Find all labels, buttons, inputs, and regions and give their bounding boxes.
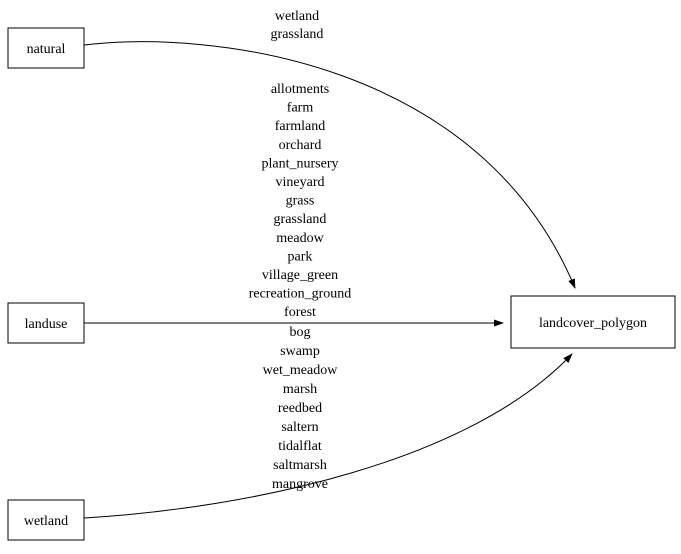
node-natural-label: natural bbox=[27, 42, 66, 57]
edge-label-line: grassland bbox=[271, 27, 324, 42]
node-wetland: wetland bbox=[7, 499, 85, 541]
node-wetland-box bbox=[7, 499, 85, 541]
edge-wetland-to-landcover-polygon bbox=[83, 353, 573, 519]
edge-natural-to-landcover-polygon bbox=[83, 41, 576, 289]
edge-label-line: village_green bbox=[262, 268, 338, 283]
edge-label-line: tidalflat bbox=[278, 439, 322, 454]
edge-label-line: saltern bbox=[281, 420, 318, 435]
edge-label-line: forest bbox=[284, 305, 316, 320]
edge-label-line: mangrove bbox=[272, 477, 328, 492]
node-landuse-box bbox=[7, 302, 85, 344]
edge-label-line: grass bbox=[286, 194, 315, 209]
node-landuse: landuse bbox=[7, 302, 85, 344]
edge-label-line: reedbed bbox=[278, 401, 322, 416]
edge-label-line: wetland bbox=[275, 9, 319, 24]
edge-label-line: bog bbox=[290, 325, 311, 340]
node-landuse-label: landuse bbox=[25, 317, 68, 332]
edge-label-line: meadow bbox=[276, 231, 324, 246]
edge-label-landuse: allotments farm farmland orchard plant_nurse… bbox=[249, 82, 352, 320]
edge-label-line: farmland bbox=[275, 119, 326, 134]
edge-label-line: farm bbox=[287, 101, 314, 116]
edge-label-line: marsh bbox=[283, 382, 317, 397]
edge-label-line: saltmarsh bbox=[273, 458, 327, 473]
edge-label-line: orchard bbox=[279, 138, 322, 153]
edge-label-line: plant_nursery bbox=[262, 156, 339, 171]
edge-label-natural: wetland grassland bbox=[271, 9, 324, 42]
node-natural: natural bbox=[7, 27, 85, 69]
edge-label-line: grassland bbox=[274, 212, 327, 227]
node-natural-box bbox=[7, 27, 85, 69]
edge-label-line: park bbox=[288, 249, 313, 264]
node-wetland-label: wetland bbox=[24, 514, 68, 529]
edge-label-line: wet_meadow bbox=[263, 363, 339, 378]
edge-label-line: vineyard bbox=[276, 175, 325, 190]
edge-label-line: swamp bbox=[280, 344, 320, 359]
node-landcover-polygon-box bbox=[510, 295, 676, 349]
edge-label-line: recreation_ground bbox=[249, 287, 352, 302]
edge-label-line: allotments bbox=[271, 82, 329, 97]
node-landcover-polygon: landcover_polygon bbox=[510, 295, 676, 349]
node-landcover-polygon-label: landcover_polygon bbox=[539, 316, 647, 331]
